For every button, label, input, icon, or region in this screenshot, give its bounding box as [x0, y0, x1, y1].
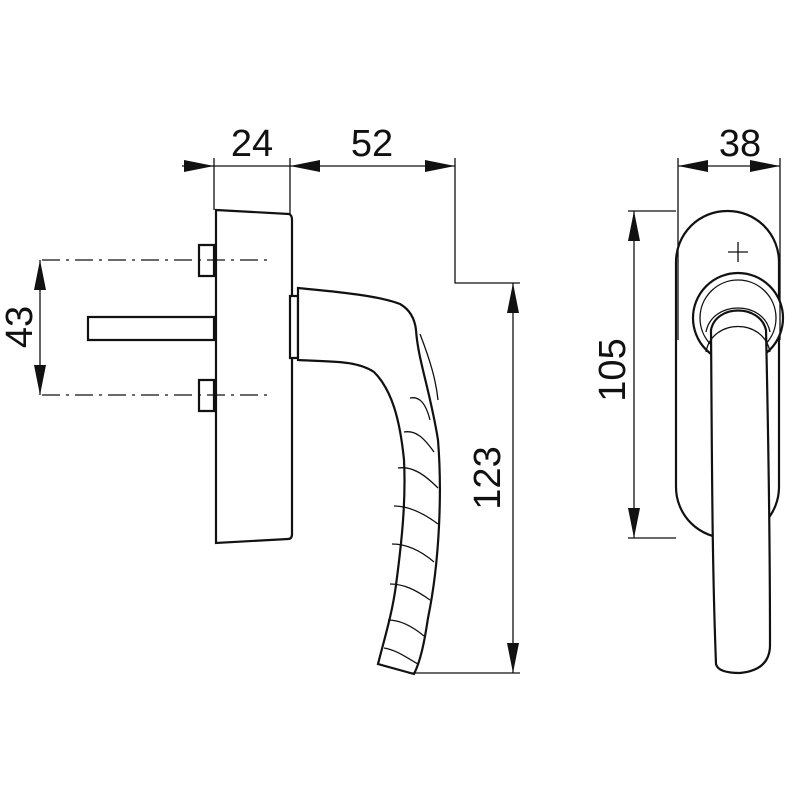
dim-label-105: 105: [592, 338, 634, 401]
screw-top: [197, 243, 216, 278]
ext-line-handle-end: [454, 158, 520, 284]
arrow-123-bottom: [507, 643, 519, 673]
arrow-52-left: [290, 160, 320, 172]
front-view: 38 105: [592, 123, 785, 675]
screw-bottom: [197, 378, 216, 413]
arrow-105-bottom: [628, 508, 640, 538]
handle-lever-side: [296, 286, 441, 676]
arrow-43-bottom: [34, 365, 46, 395]
handle-lever-front: [709, 309, 772, 675]
arrow-123-top: [507, 283, 519, 313]
dim-label-123: 123: [467, 446, 509, 509]
screw-mark-top: [728, 242, 748, 262]
arrow-105-top: [628, 211, 640, 241]
rose-plate-side: [214, 208, 294, 545]
arrow-38-right: [750, 160, 780, 172]
arrow-43-top: [34, 260, 46, 290]
spindle: [86, 315, 216, 342]
handle-neck: [288, 294, 300, 360]
arrow-38-left: [678, 160, 708, 172]
grip-ridges: [383, 333, 439, 665]
arrow-52-right: [425, 160, 455, 172]
neck-collar: [705, 307, 771, 333]
dim-label-24: 24: [231, 123, 273, 165]
handle-lever-front-top: [705, 325, 771, 353]
dim-label-52: 52: [351, 123, 393, 165]
arrow-24-left: [184, 160, 214, 172]
dim-label-38: 38: [719, 123, 761, 165]
side-view: 24 52 43 123: [0, 123, 520, 676]
dim-label-43: 43: [0, 306, 41, 348]
